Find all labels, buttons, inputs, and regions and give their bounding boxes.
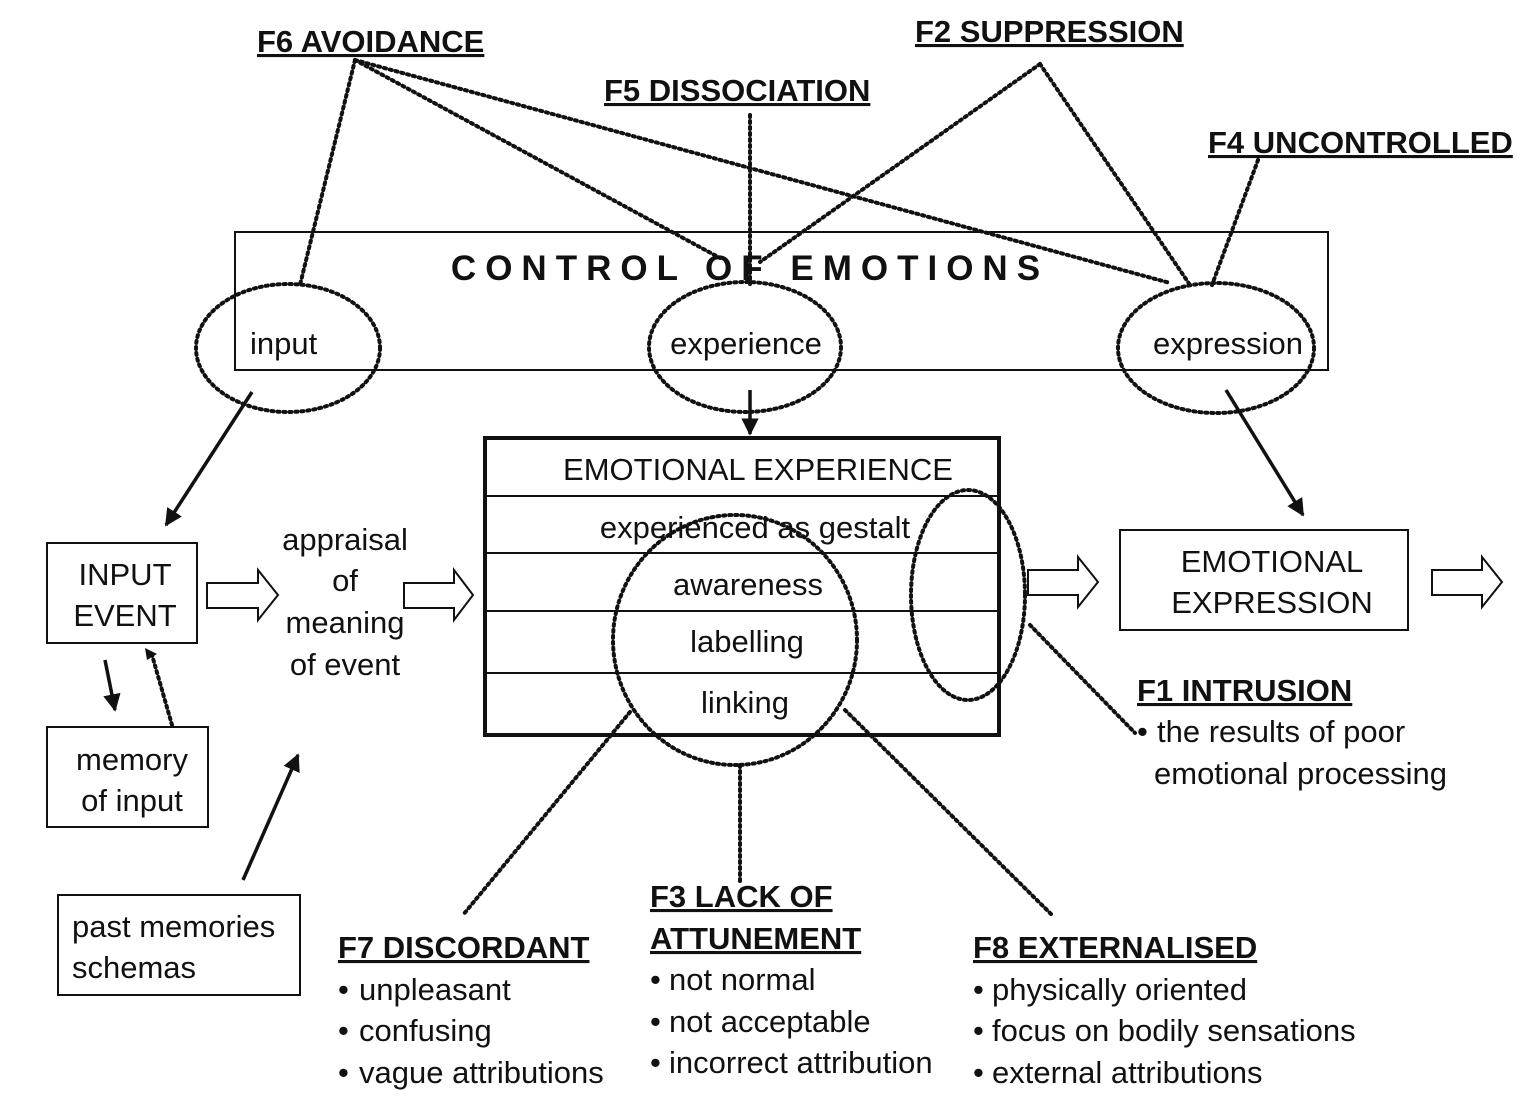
f3-bullet-marker-2: • [650,1004,661,1039]
input-event-line1: INPUT [79,557,172,592]
f3-bullet-marker-3: • [650,1045,661,1080]
f8-bullet-marker-3: • [973,1055,984,1090]
arrow-event-to-memory [103,659,121,712]
emotional-expression-line1: EMOTIONAL [1181,544,1364,579]
f3-bullet-marker-1: • [650,962,661,997]
appraisal-line4: of event [290,647,401,682]
block-arrow-expression-out [1431,554,1504,610]
input-ellipse [194,282,382,414]
f7-bullet-3: vague attributions [359,1055,604,1090]
experience-row-gestalt: experienced as gestalt [600,510,911,545]
f3-bullet-2: not acceptable [669,1004,871,1039]
arrow-past-memories-up [241,753,300,881]
emotional-experience-title: EMOTIONAL EXPERIENCE [563,452,953,487]
f7-bullet-2: confusing [359,1013,492,1048]
f8-bullet-3: external attributions [992,1055,1263,1090]
f7-bullet-marker-1: • [338,972,349,1007]
factor-f2-suppression: F2 SUPPRESSION [915,14,1184,49]
control-of-emotions-box [234,231,1329,371]
memory-line1: memory [76,742,188,777]
f3-bullet-3: incorrect attribution [669,1045,933,1080]
f7-bullet-1: unpleasant [359,972,511,1007]
arrowhead-memory-to-event [145,648,157,660]
factor-f5-dissociation: F5 DISSOCIATION [604,73,870,108]
experience-row-awareness: awareness [673,567,823,602]
gestalt-ellipse [909,488,1027,702]
arrow-expression-down [1224,389,1305,517]
expression-ellipse [1116,281,1316,415]
factor-f8-externalised: F8 EXTERNALISED [973,930,1257,965]
control-experience-label: experience [670,326,822,361]
emotional-expression-line2: EXPRESSION [1171,585,1373,620]
memory-of-input-box [46,726,209,828]
f7-bullet-marker-2: • [338,1013,349,1048]
experience-ellipse [647,280,843,414]
f1-bullet-line1: the results of poor [1157,714,1405,749]
f1-bullet-marker: • [1137,714,1148,749]
f8-bullet-1: physically oriented [992,972,1247,1007]
factor-f4-uncontrolled: F4 UNCONTROLLED [1208,125,1513,160]
control-input-label: input [250,326,318,361]
f8-bullet-marker-1: • [973,972,984,1007]
block-arrow-event-to-appraisal [206,567,280,623]
appraisal-line1: appraisal [282,522,408,557]
arrow-memory-to-event [150,653,174,727]
factor-f1-intrusion: F1 INTRUSION [1137,673,1352,708]
input-event-box [46,542,198,644]
block-arrow-appraisal-to-experience [403,567,475,623]
experience-row-labelling: labelling [690,624,804,659]
past-memories-box [57,894,301,996]
block-arrow-experience-to-expression [1027,554,1100,610]
f8-bullet-2: focus on bodily sensations [992,1013,1356,1048]
appraisal-line3: meaning [286,605,405,640]
f8-bullet-marker-2: • [973,1013,984,1048]
past-memories-line1: past memories [72,909,275,944]
experience-row-linking: linking [701,685,789,720]
arrow-input-to-event [164,391,254,527]
f7-bullet-marker-3: • [338,1055,349,1090]
control-expression-label: expression [1153,326,1303,361]
factor-f6-avoidance: F6 AVOIDANCE [257,24,484,59]
input-event-line2: EVENT [73,598,176,633]
past-memories-line2: schemas [72,950,196,985]
factor-f3-line2: ATTUNEMENT [650,921,861,956]
emotional-expression-box [1119,529,1409,631]
factor-f3-line1: F3 LACK OF [650,879,833,914]
emotional-processing-ellipse [611,513,859,767]
f3-bullet-1: not normal [669,962,815,997]
factor-connectors [298,58,1260,917]
f1-bullet-line2: emotional processing [1154,756,1447,791]
emotional-experience-box [483,436,1001,737]
memory-line2: of input [81,783,183,818]
factor-f7-discordant: F7 DISCORDANT [338,930,590,965]
appraisal-line2: of [332,563,358,598]
